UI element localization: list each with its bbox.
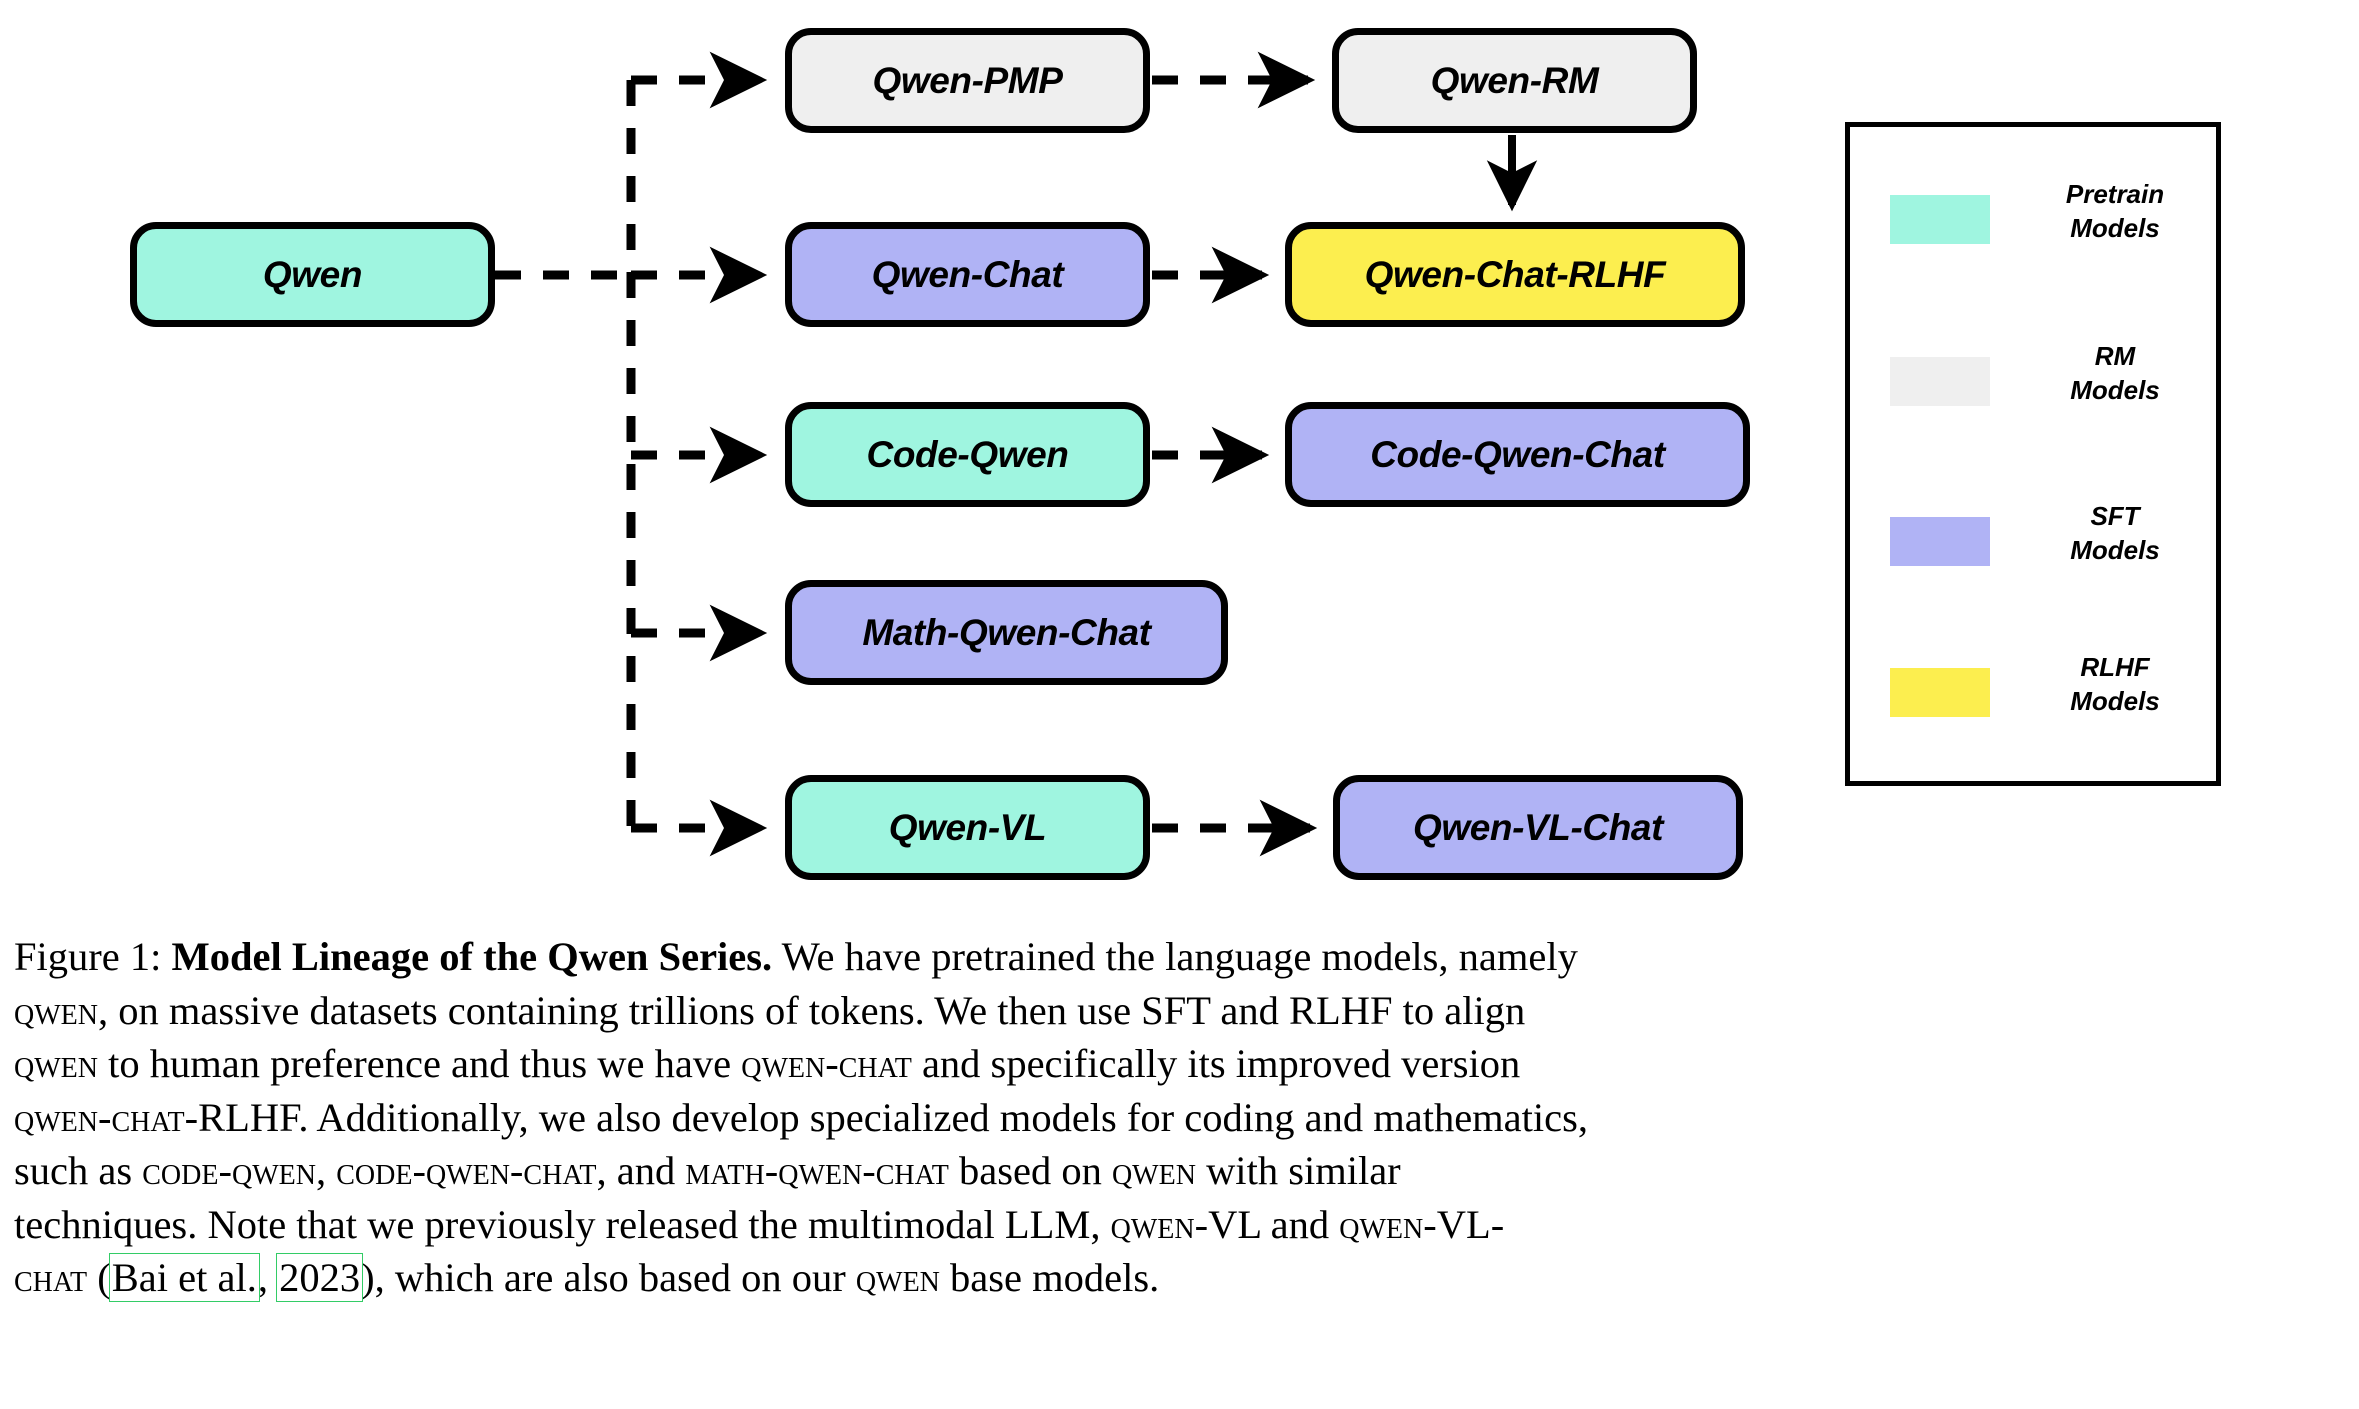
node-label: Qwen-RM [1430,60,1599,101]
model-lineage-diagram: Qwen Qwen-PMP Qwen-RM Qwen-Chat Qwen-Cha… [130,28,2221,880]
caption-line: such as Code-Qwen, Code-Qwen-Chat, and M… [14,1148,1401,1193]
node-label: Qwen-PMP [872,60,1063,101]
caption-line: Figure 1: Model Lineage of the Qwen Seri… [14,934,1578,979]
legend-label-line1: RM [2094,341,2136,371]
node-label: Qwen-VL-Chat [1412,807,1664,848]
node-label: Math-Qwen-Chat [862,612,1151,653]
legend-label-line2: Models [2070,375,2160,405]
node-qwen[interactable]: Qwen [130,222,495,327]
legend-item-pretrain: Pretrain Models [1850,177,2226,277]
legend-label-line2: Models [2070,686,2160,716]
legend-swatch-sft [1890,517,1990,566]
caption-line: Qwen, on massive datasets containing tri… [14,987,1526,1033]
node-qwen-pmp[interactable]: Qwen-PMP [785,28,1150,133]
node-label: Code-Qwen-Chat [1370,434,1665,475]
node-qwen-rm[interactable]: Qwen-RM [1332,28,1697,133]
legend-label-line1: RLHF [2080,652,2150,682]
node-qwen-chat[interactable]: Qwen-Chat [785,222,1150,327]
legend-label-line1: SFT [2090,501,2140,531]
figure-caption: Figure 1: Model Lineage of the Qwen Seri… [14,930,2350,1305]
legend-label-pretrain: Pretrain Models [2025,177,2205,245]
legend-label-line1: Pretrain [2065,179,2165,209]
caption-line: Qwen to human preference and thus we hav… [14,1041,1521,1086]
caption-line: Qwen-Chat-RLHF. Additionally, we also de… [14,1094,1589,1140]
legend-item-rlhf: RLHF Models [1850,650,2226,750]
caption-line: techniques. Note that we previously rele… [14,1201,1505,1247]
diagram-connectors [495,51,1538,857]
node-qwen-chat-rlhf[interactable]: Qwen-Chat-RLHF [1285,222,1745,327]
legend-swatch-pretrain [1890,195,1990,244]
node-code-qwen[interactable]: Code-Qwen [785,402,1150,507]
node-label: Qwen [262,254,363,295]
legend-label-line2: Models [2070,535,2160,565]
legend-label-sft: SFT Models [2025,499,2205,567]
legend-item-rm: RM Models [1850,339,2226,439]
legend-label-rm: RM Models [2025,339,2205,407]
legend-label-rlhf: RLHF Models [2025,650,2205,718]
legend-item-sft: SFT Models [1850,499,2226,599]
node-math-qwen-chat[interactable]: Math-Qwen-Chat [785,580,1228,685]
caption-line: Chat (Bai et al., 2023), which are also … [14,1253,1160,1302]
legend-label-line2: Models [2070,213,2160,243]
node-code-qwen-chat[interactable]: Code-Qwen-Chat [1285,402,1750,507]
node-qwen-vl[interactable]: Qwen-VL [785,775,1150,880]
node-label: Code-Qwen [866,434,1069,475]
node-qwen-vl-chat[interactable]: Qwen-VL-Chat [1333,775,1743,880]
legend-swatch-rlhf [1890,668,1990,717]
node-label: Qwen-VL [888,807,1047,848]
node-label: Qwen-Chat-RLHF [1364,254,1666,295]
node-label: Qwen-Chat [871,254,1064,295]
legend-swatch-rm [1890,357,1990,406]
legend-panel: Pretrain Models RM Models SFT Models [1845,122,2221,786]
